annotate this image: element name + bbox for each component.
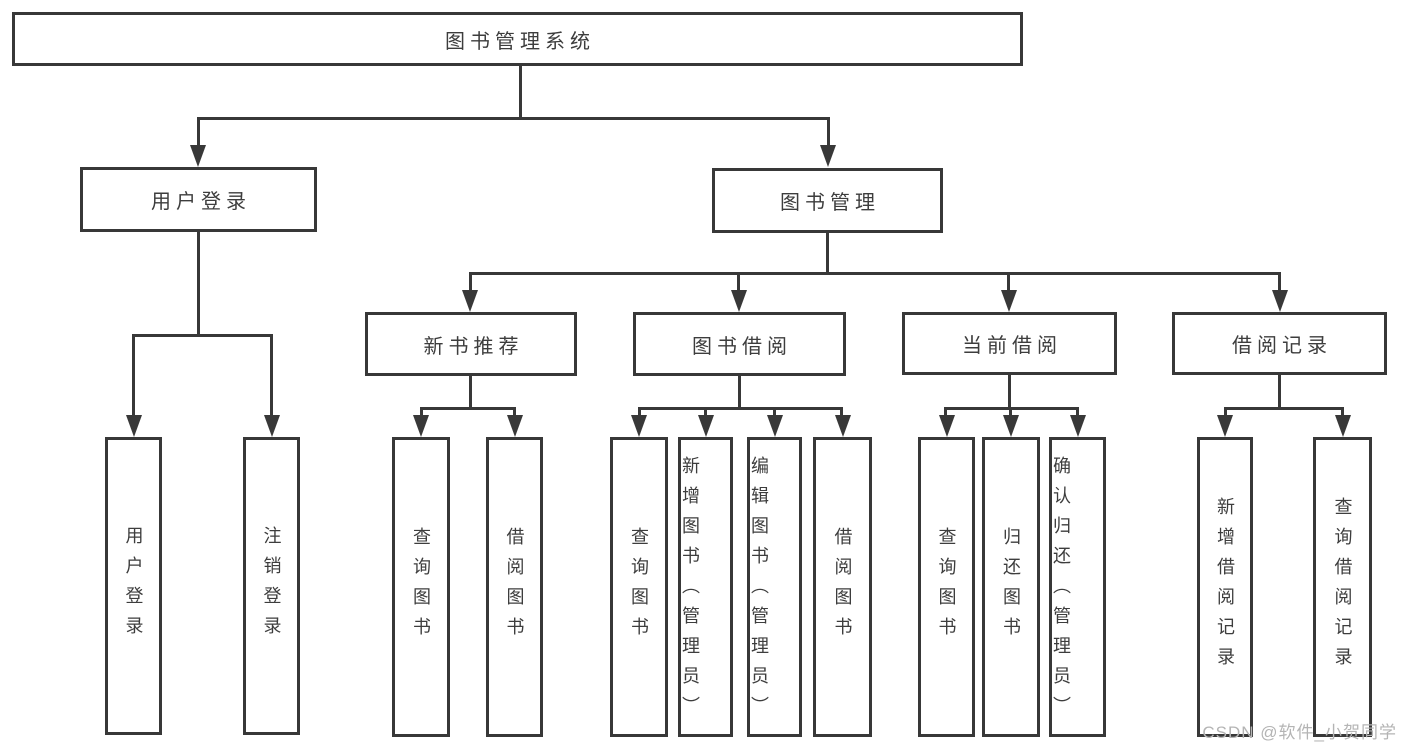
leaf-nbr-borrow-book: 借阅图书 [486, 437, 543, 737]
connector-line [827, 117, 830, 145]
connector-line [197, 117, 830, 120]
arrow-down-icon [1001, 290, 1017, 312]
arrow-down-icon [820, 145, 836, 167]
connector-line [519, 64, 522, 120]
node-book-borrow: 图书借阅 [633, 312, 846, 376]
arrow-down-icon [631, 415, 647, 437]
node-new-book-recommend: 新书推荐 [365, 312, 577, 376]
connector-line [420, 407, 516, 410]
node-current-borrow-label: 当前借阅 [962, 335, 1062, 357]
connector-line [840, 407, 843, 416]
arrow-down-icon [264, 415, 280, 437]
connector-line [469, 272, 472, 290]
connector-line [1341, 407, 1344, 416]
leaf-bb-borrow-book: 借阅图书 [813, 437, 872, 737]
node-new-book-recommend-label: 新书推荐 [423, 335, 524, 358]
connector-line [420, 407, 423, 416]
leaf-cb-return-book-label: 归还图书 [1001, 527, 1021, 647]
connector-line [469, 272, 1281, 275]
connector-line [1009, 407, 1012, 416]
leaf-logout: 注销登录 [243, 437, 300, 735]
connector-line [469, 374, 472, 409]
leaf-nbr-query-book-label: 查询图书 [411, 527, 431, 647]
node-current-borrow: 当前借阅 [902, 312, 1117, 375]
connector-line [1076, 407, 1079, 416]
arrow-down-icon [413, 415, 429, 437]
node-book-management-label: 图书管理 [780, 192, 880, 214]
connector-line [132, 334, 273, 337]
arrow-down-icon [507, 415, 523, 437]
leaf-bb-query-book-label: 查询图书 [629, 527, 649, 647]
node-library-system: 图书管理系统 [12, 12, 1023, 66]
csdn-watermark: CSDN @软件_小贺同学 [1202, 723, 1397, 742]
leaf-br-query-record-label: 查询借阅记录 [1332, 497, 1353, 677]
node-library-system-label: 图书管理系统 [445, 30, 595, 53]
connector-line [1278, 272, 1281, 290]
connector-line [738, 374, 741, 409]
leaf-cb-confirm-return-admin: 确认归还（管理员） [1049, 437, 1106, 737]
arrow-down-icon [462, 290, 478, 312]
connector-line [638, 407, 843, 410]
connector-line [944, 407, 947, 416]
arrow-down-icon [731, 290, 747, 312]
leaf-bb-edit-book-admin: 编辑图书（管理员） [747, 437, 802, 737]
leaf-nbr-borrow-book-label: 借阅图书 [504, 527, 525, 647]
leaf-br-query-record: 查询借阅记录 [1313, 437, 1372, 737]
connector-line [1224, 407, 1227, 416]
connector-line [1007, 272, 1010, 290]
connector-line [704, 407, 707, 416]
arrow-down-icon [835, 415, 851, 437]
leaf-bb-add-book-admin: 新增图书（管理员） [678, 437, 733, 737]
leaf-bb-edit-book-admin-label: 编辑图书（管理员） [749, 456, 769, 726]
connector-line [1008, 373, 1011, 409]
connector-line [773, 407, 776, 416]
arrow-down-icon [126, 415, 142, 437]
connector-line [197, 117, 200, 145]
leaf-br-add-record: 新增借阅记录 [1197, 437, 1253, 737]
leaf-cb-confirm-return-admin-label: 确认归还（管理员） [1051, 456, 1071, 726]
connector-line [638, 407, 641, 416]
connector-line [132, 334, 135, 415]
node-user-login-label: 用户登录 [151, 191, 251, 213]
leaf-cb-return-book: 归还图书 [982, 437, 1040, 737]
node-borrow-records: 借阅记录 [1172, 312, 1387, 375]
connector-line [197, 230, 200, 336]
arrow-down-icon [1335, 415, 1351, 437]
arrow-down-icon [698, 415, 714, 437]
leaf-logout-label: 注销登录 [261, 526, 282, 646]
node-user-login: 用户登录 [80, 167, 317, 232]
connector-line [826, 231, 829, 274]
leaf-cb-query-book: 查询图书 [918, 437, 975, 737]
leaf-bb-borrow-book-label: 借阅图书 [832, 527, 853, 647]
arrow-down-icon [939, 415, 955, 437]
arrow-down-icon [190, 145, 206, 167]
connector-line [513, 407, 516, 416]
arrow-down-icon [767, 415, 783, 437]
node-book-borrow-label: 图书借阅 [692, 335, 792, 358]
arrow-down-icon [1003, 415, 1019, 437]
connector-line [737, 272, 740, 290]
connector-line [1224, 407, 1343, 410]
leaf-br-add-record-label: 新增借阅记录 [1215, 497, 1235, 677]
leaf-bb-add-book-admin-label: 新增图书（管理员） [680, 456, 700, 726]
arrow-down-icon [1070, 415, 1086, 437]
leaf-bb-query-book: 查询图书 [610, 437, 668, 737]
connector-line [1278, 373, 1281, 409]
node-borrow-records-label: 借阅记录 [1232, 335, 1332, 357]
node-book-management: 图书管理 [712, 168, 943, 233]
leaf-cb-query-book-label: 查询图书 [936, 527, 957, 647]
arrow-down-icon [1217, 415, 1233, 437]
arrow-down-icon [1272, 290, 1288, 312]
leaf-nbr-query-book: 查询图书 [392, 437, 450, 737]
leaf-user-login: 用户登录 [105, 437, 162, 735]
leaf-user-login-label: 用户登录 [123, 526, 144, 646]
connector-line [270, 334, 273, 415]
